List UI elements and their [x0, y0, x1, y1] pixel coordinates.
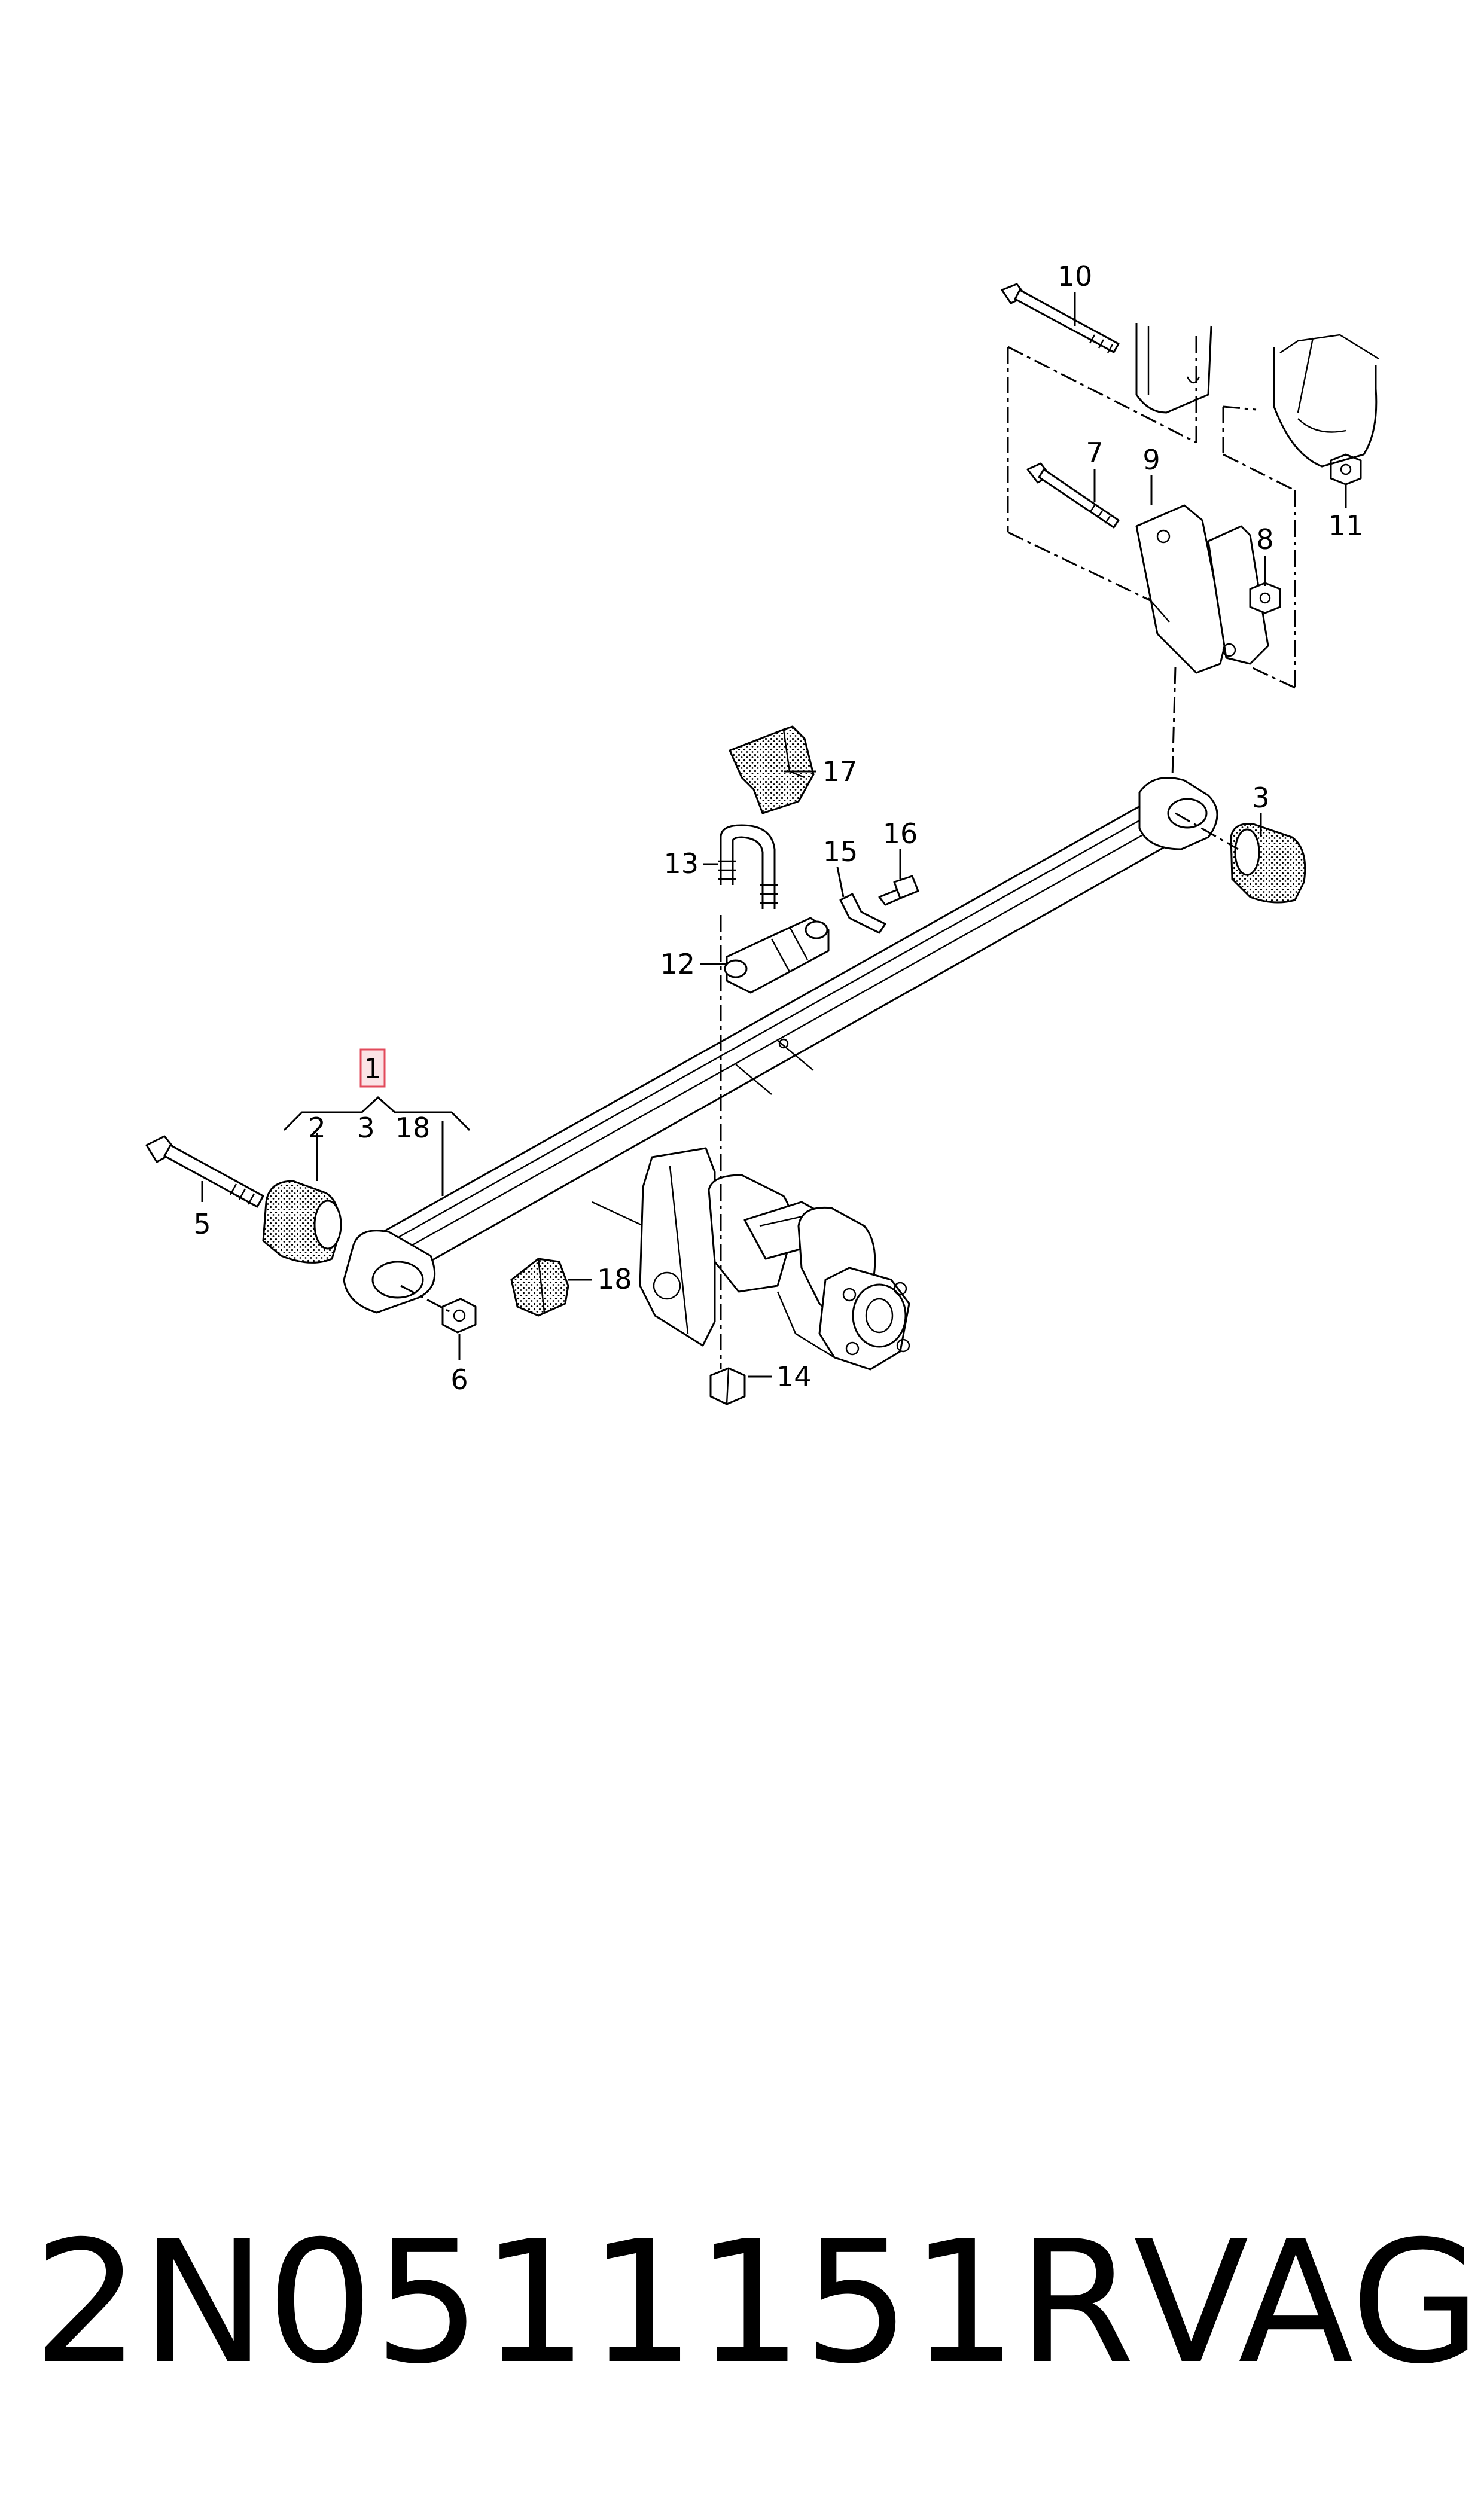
axle-assembly [592, 1147, 910, 1371]
callout-13[interactable]: 13 [663, 847, 699, 880]
part-number: 2N0511151R [33, 2204, 1135, 2401]
callout-18-group[interactable]: 18 [395, 1112, 431, 1144]
callout-3[interactable]: 3 [1252, 782, 1269, 814]
callout-12[interactable]: 12 [660, 948, 695, 980]
screw-16 [878, 875, 919, 906]
callout-labels: 1 2 3 18 5 6 18 14 12 13 15 16 17 3 7 9 … [193, 260, 1363, 1396]
shackle-9 [1135, 504, 1269, 674]
body-bracket-right [1273, 334, 1379, 468]
callout-5[interactable]: 5 [193, 1208, 211, 1240]
bush-left [262, 1180, 342, 1264]
spring-eye-right [1138, 777, 1218, 850]
pad-18 [510, 1258, 569, 1317]
nut-8 [1249, 582, 1281, 614]
callout-17[interactable]: 17 [822, 755, 858, 788]
callout-10[interactable]: 10 [1058, 260, 1093, 292]
callout-7[interactable]: 7 [1086, 437, 1103, 469]
callout-6[interactable]: 6 [450, 1363, 468, 1396]
body-bracket-left [1135, 323, 1212, 414]
nut-14 [709, 1367, 746, 1405]
nut-6 [441, 1298, 477, 1334]
callout-18[interactable]: 18 [597, 1263, 632, 1295]
callout-1-highlight [359, 1048, 386, 1088]
u-bolt-13 [718, 824, 778, 909]
bolt-7 [1026, 462, 1120, 529]
bush-right [1230, 823, 1306, 904]
clip-15 [839, 893, 886, 934]
callout-11[interactable]: 11 [1328, 510, 1364, 542]
bolt-10 [1001, 283, 1120, 353]
callout-14[interactable]: 14 [776, 1360, 812, 1393]
callout-8[interactable]: 8 [1256, 523, 1273, 556]
callout-15[interactable]: 15 [823, 835, 858, 868]
callout-16[interactable]: 16 [883, 817, 918, 850]
bolt-5 [145, 1135, 264, 1208]
brand-label: VAG [1133, 2204, 1482, 2401]
rubber-buffer-17 [728, 725, 815, 814]
callout-1[interactable]: 1 [364, 1052, 381, 1085]
callout-3-group[interactable]: 3 [357, 1112, 374, 1144]
callout-2[interactable]: 2 [308, 1112, 325, 1144]
callout-leaders [201, 292, 1347, 1378]
callout-9[interactable]: 9 [1142, 444, 1160, 476]
boundary-dashed-lines [400, 332, 1296, 1369]
clamp-plate-12 [724, 917, 830, 994]
